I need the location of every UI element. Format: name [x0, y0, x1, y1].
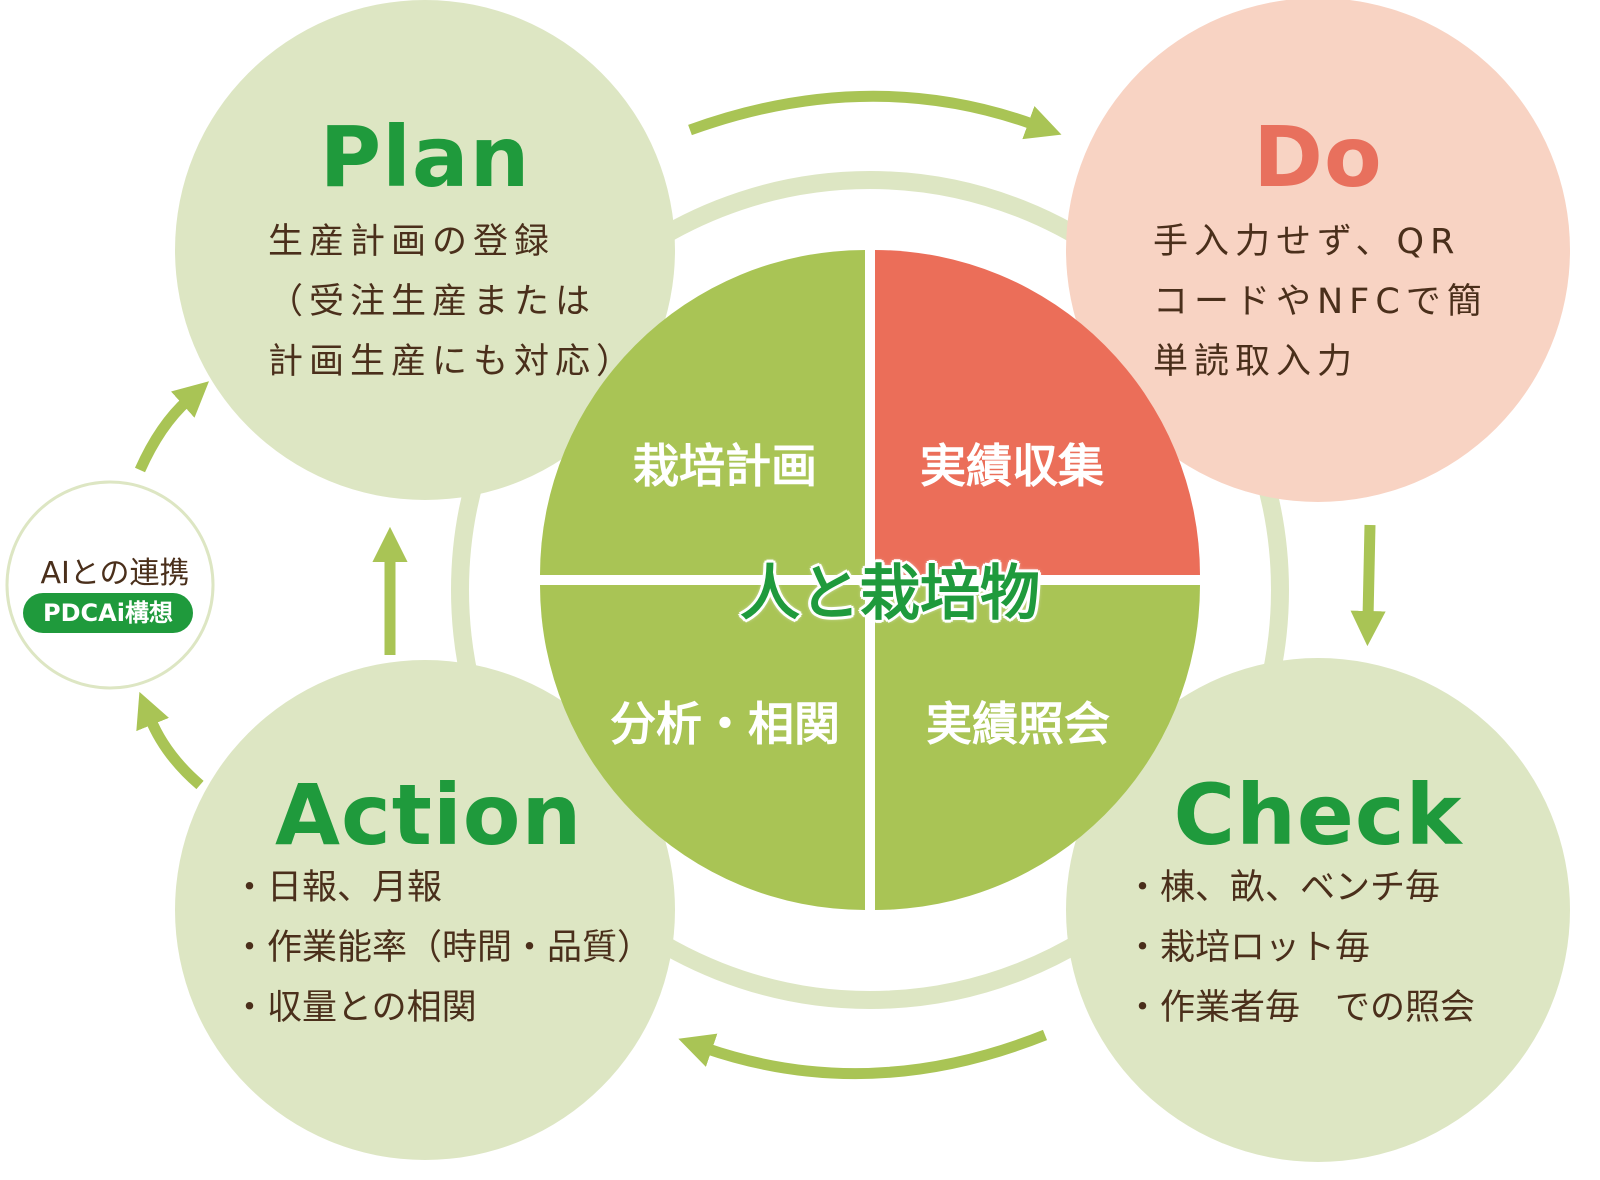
check-title: Check — [1173, 766, 1463, 864]
check-description: ・棟、畝、ベンチ毎 ・栽培ロット毎 ・作業者毎 での照会 — [1125, 858, 1475, 1038]
plan-line: 生産計画の登録 — [268, 222, 556, 262]
action-bubble — [175, 660, 675, 1160]
check-bubble — [1066, 658, 1570, 1162]
center-pie — [540, 250, 1200, 910]
plan-description: 生産計画の登録 （受注生産または 計画生産にも対応） — [268, 212, 637, 392]
center-label: 人と栽培物 — [740, 559, 1040, 629]
arrow-action-to-ai — [136, 691, 204, 790]
do-title: Do — [1253, 108, 1383, 206]
arrow-check-to-action — [678, 1029, 1048, 1080]
quadrant-do — [875, 250, 1200, 575]
arrow-ai-to-plan — [134, 381, 210, 473]
quadrant-label-check: 実績照会 — [926, 697, 1110, 751]
quadrant-action — [540, 585, 865, 910]
action-title: Action — [275, 766, 583, 864]
quadrant-plan — [540, 250, 865, 575]
action-description: ・日報、月報 ・作業能率（時間・品質） ・収量との相関 — [232, 858, 652, 1038]
quadrant-label-do: 実績収集 — [920, 439, 1104, 493]
arrow-plan-to-do — [688, 90, 1062, 140]
do-line: 単読取入力 — [1153, 342, 1359, 382]
action-line: ・収量との相関 — [232, 988, 477, 1028]
plan-line: （受注生産または — [268, 282, 597, 322]
plan-line: 計画生産にも対応） — [268, 342, 638, 382]
action-line: ・日報、月報 — [232, 868, 443, 908]
arrow-do-to-check — [1350, 524, 1386, 647]
ai-bubble — [5, 480, 215, 690]
check-line: ・棟、畝、ベンチ毎 — [1125, 868, 1441, 908]
plan-title: Plan — [319, 108, 531, 206]
ai-badge: PDCAi構想 — [23, 593, 193, 633]
action-line: ・作業能率（時間・品質） — [232, 928, 653, 968]
do-description: 手入力せず、QR コードやNFCで簡 単読取入力 — [1153, 212, 1488, 392]
quadrant-label-action: 分析・相関 — [610, 697, 840, 751]
check-line: ・作業者毎 での照会 — [1125, 988, 1476, 1028]
ai-title: AIとの連携 — [40, 556, 190, 591]
plan-bubble — [175, 0, 675, 500]
do-line: 手入力せず、QR — [1153, 222, 1461, 262]
quadrant-check — [875, 585, 1200, 910]
check-line: ・栽培ロット毎 — [1125, 928, 1371, 968]
do-line: コードやNFCで簡 — [1153, 282, 1488, 322]
cycle-ring — [451, 171, 1289, 1009]
do-bubble — [1066, 0, 1570, 502]
quadrant-label-plan: 栽培計画 — [633, 439, 817, 493]
